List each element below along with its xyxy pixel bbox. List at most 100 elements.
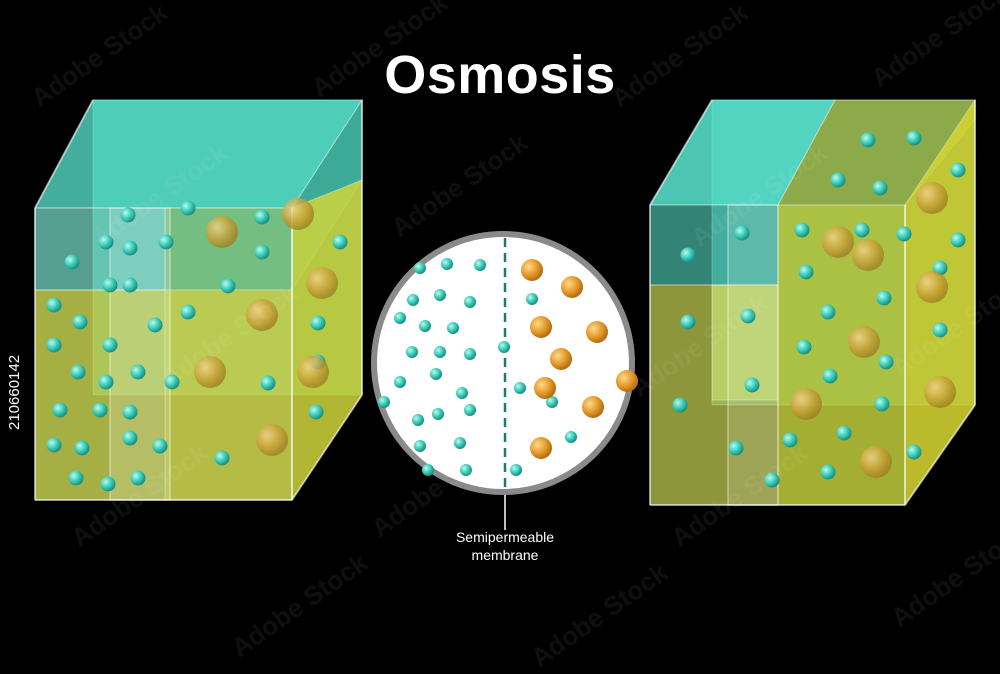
water-molecule <box>64 254 80 270</box>
water-molecule <box>830 172 846 188</box>
water-molecule <box>906 444 922 460</box>
water-molecule <box>514 382 526 394</box>
water-molecule <box>876 290 892 306</box>
water-molecule <box>680 314 696 330</box>
water-molecule <box>434 289 446 301</box>
water-molecule <box>464 348 476 360</box>
water-molecule <box>46 337 62 353</box>
water-molecule <box>794 222 810 238</box>
water-molecule <box>260 375 276 391</box>
water-molecule <box>456 387 468 399</box>
stock-id: 210660142 <box>6 354 23 430</box>
water-molecule <box>896 226 912 242</box>
water-molecule <box>220 278 236 294</box>
solute-molecule <box>246 299 278 331</box>
water-molecule <box>822 368 838 384</box>
solute-molecule <box>924 376 956 408</box>
solute-molecule <box>586 321 608 343</box>
solute-molecule <box>306 267 338 299</box>
water-molecule <box>434 346 446 358</box>
water-molecule <box>122 240 138 256</box>
water-molecule <box>510 464 522 476</box>
water-molecule <box>740 308 756 324</box>
membrane-label: Semipermeable membrane <box>420 528 590 564</box>
water-molecule <box>122 404 138 420</box>
water-molecule <box>92 402 108 418</box>
water-molecule <box>180 200 196 216</box>
solute-molecule <box>206 216 238 248</box>
water-molecule <box>68 470 84 486</box>
water-molecule <box>102 337 118 353</box>
water-molecule <box>407 294 419 306</box>
water-molecule <box>447 322 459 334</box>
solute-molecule <box>194 356 226 388</box>
membrane-panel <box>727 204 779 506</box>
solute-molecule <box>530 437 552 459</box>
water-molecule <box>164 374 180 390</box>
water-molecule <box>474 259 486 271</box>
water-molecule <box>46 437 62 453</box>
water-molecule <box>878 354 894 370</box>
solute-molecule <box>561 276 583 298</box>
solute-molecule <box>790 388 822 420</box>
water-molecule <box>70 364 86 380</box>
solute-molecule <box>916 271 948 303</box>
water-molecule <box>254 244 270 260</box>
water-molecule <box>46 297 62 313</box>
water-molecule <box>526 293 538 305</box>
solute-molecule <box>582 396 604 418</box>
water-molecule <box>460 464 472 476</box>
water-molecule <box>52 402 68 418</box>
water-molecule <box>72 314 88 330</box>
solute-molecule <box>282 198 314 230</box>
water-molecule <box>120 207 136 223</box>
water-molecule <box>836 425 852 441</box>
water-molecule <box>147 317 163 333</box>
solute-molecule <box>256 424 288 456</box>
solute-molecule <box>534 377 556 399</box>
water-molecule <box>254 209 270 225</box>
water-molecule <box>422 464 434 476</box>
water-molecule <box>734 225 750 241</box>
water-molecule <box>102 277 118 293</box>
water-molecule <box>744 377 760 393</box>
water-molecule <box>406 346 418 358</box>
water-molecule <box>950 162 966 178</box>
water-molecule <box>672 397 688 413</box>
water-molecule <box>414 262 426 274</box>
water-molecule <box>98 234 114 250</box>
water-molecule <box>158 234 174 250</box>
water-molecule <box>414 440 426 452</box>
solute-molecule <box>822 226 854 258</box>
water-molecule <box>782 432 798 448</box>
tank-edge <box>34 99 94 209</box>
water-molecule <box>394 376 406 388</box>
water-molecule <box>332 234 348 250</box>
right-tank <box>649 98 976 507</box>
water-molecule <box>728 440 744 456</box>
solute-molecule <box>860 446 892 478</box>
solute-molecule <box>852 239 884 271</box>
tank-edge <box>649 99 713 206</box>
water-molecule <box>214 450 230 466</box>
water-molecule <box>122 430 138 446</box>
water-molecule <box>498 341 510 353</box>
solute-molecule <box>916 182 948 214</box>
water-molecule <box>798 264 814 280</box>
water-molecule <box>130 470 146 486</box>
water-molecule <box>122 277 138 293</box>
water-molecule <box>152 438 168 454</box>
water-molecule <box>454 437 466 449</box>
water-molecule <box>98 374 114 390</box>
water-molecule <box>464 296 476 308</box>
water-molecule <box>950 232 966 248</box>
lens-face <box>377 237 629 489</box>
water-molecule <box>441 258 453 270</box>
water-molecule <box>100 476 116 492</box>
water-molecule <box>310 315 326 331</box>
water-molecule <box>860 132 876 148</box>
solute-molecule <box>616 370 638 392</box>
water-molecule <box>820 304 836 320</box>
